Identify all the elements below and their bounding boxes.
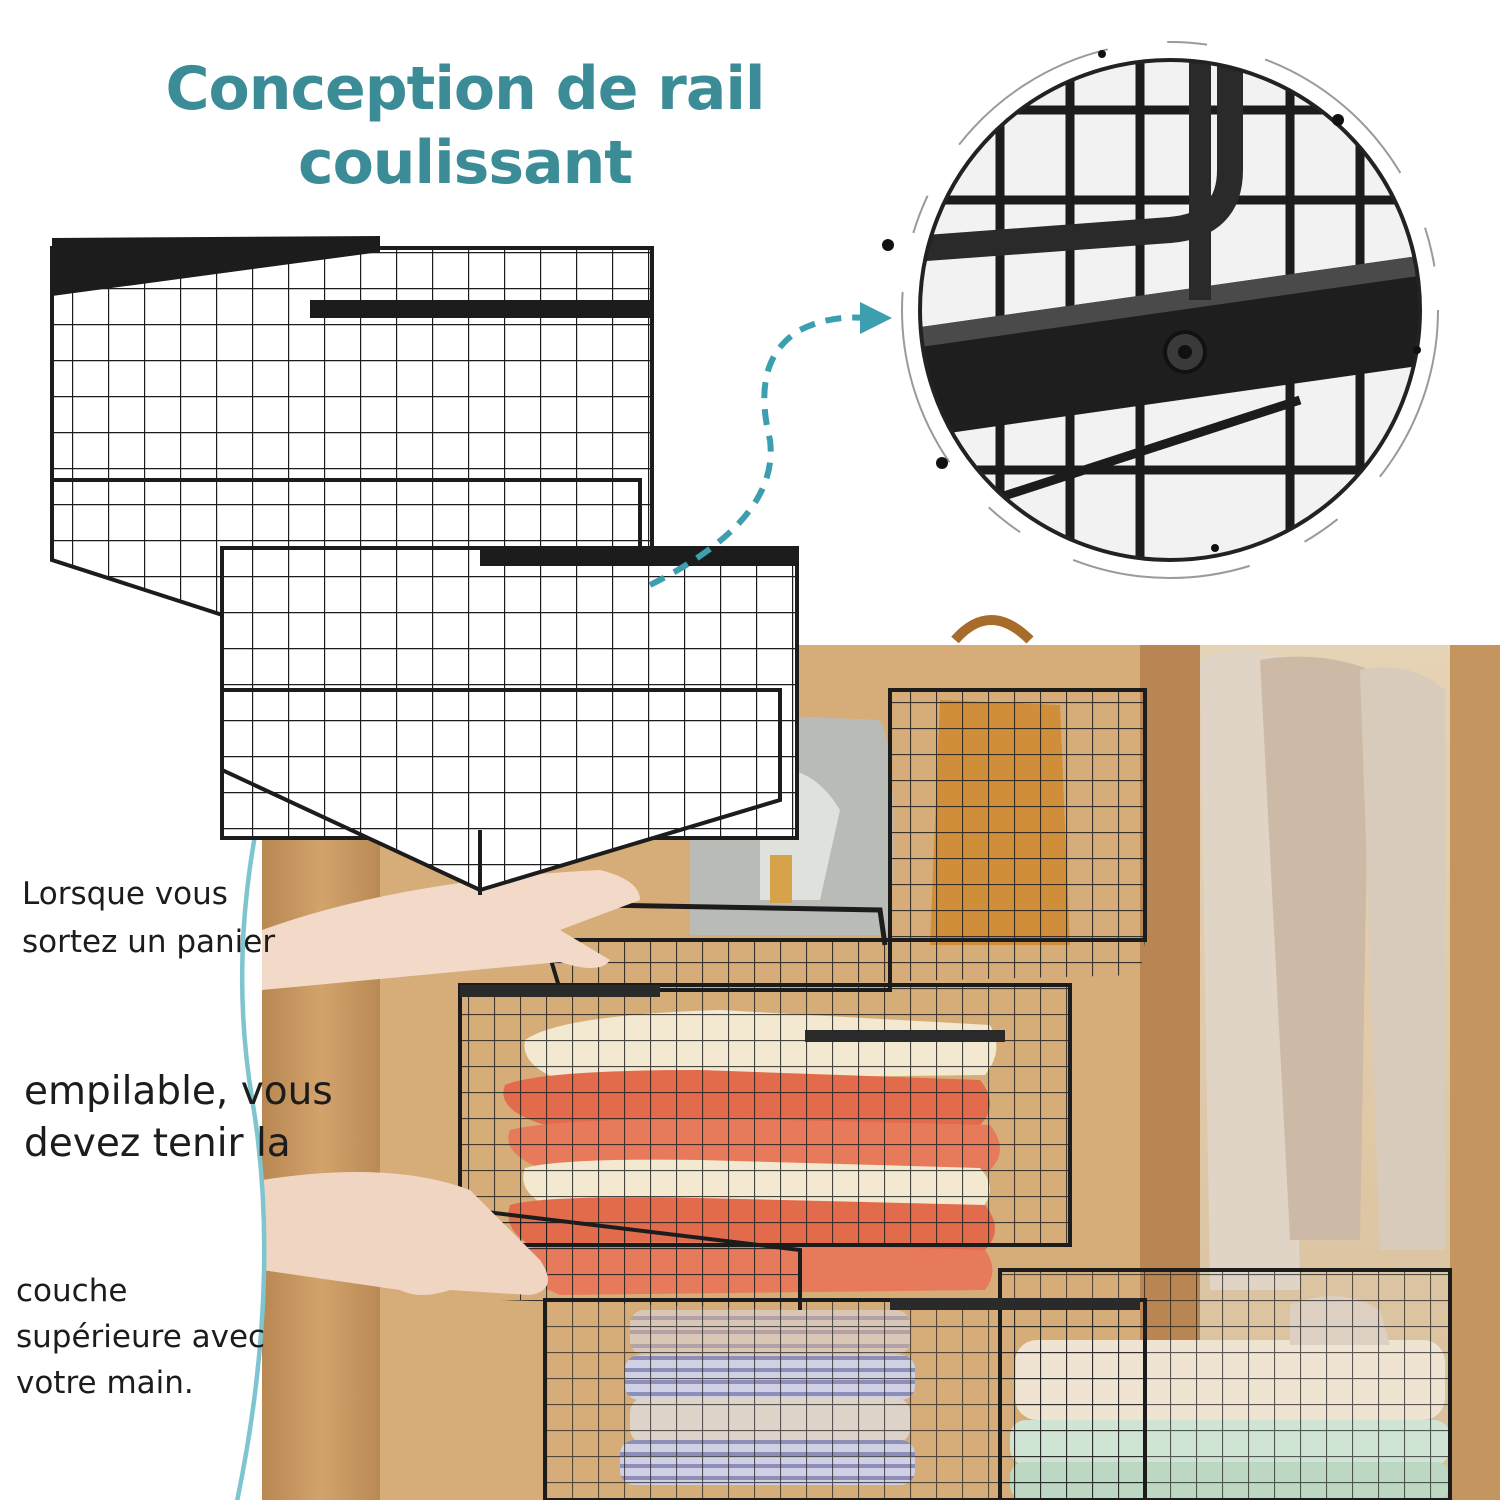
caption-pull-out: Lorsque vous sortez un panier bbox=[22, 870, 275, 966]
caption-line: supérieure avec bbox=[16, 1319, 266, 1355]
photo-basket-top bbox=[542, 688, 1147, 992]
hand-lower bbox=[262, 1172, 548, 1295]
title-line-1: Conception de rail bbox=[165, 54, 766, 124]
title-line-2: coulissant bbox=[298, 128, 633, 198]
caption-line: sortez un panier bbox=[22, 924, 276, 960]
page-title: Conception de rail coulissant bbox=[150, 52, 780, 200]
dashed-curved-arrow-icon bbox=[648, 302, 892, 588]
rail-zoom-detail bbox=[882, 41, 1439, 579]
hand-upper bbox=[262, 870, 640, 990]
caption-stackable: empilable, vous devez tenir la bbox=[24, 1066, 333, 1170]
caption-line: empilable, vous bbox=[24, 1069, 333, 1114]
caption-line: Lorsque vous bbox=[22, 876, 228, 912]
wardrobe-photo bbox=[262, 615, 1500, 1500]
caption-line: votre main. bbox=[16, 1365, 194, 1401]
product-baskets-illustration bbox=[50, 236, 799, 895]
photo-basket-bottom bbox=[543, 1268, 1452, 1500]
photo-basket-middle bbox=[458, 983, 1072, 1310]
caption-hold-top-layer: couche supérieure avec votre main. bbox=[16, 1268, 265, 1406]
caption-line: couche bbox=[16, 1273, 128, 1309]
caption-line: devez tenir la bbox=[24, 1121, 291, 1166]
